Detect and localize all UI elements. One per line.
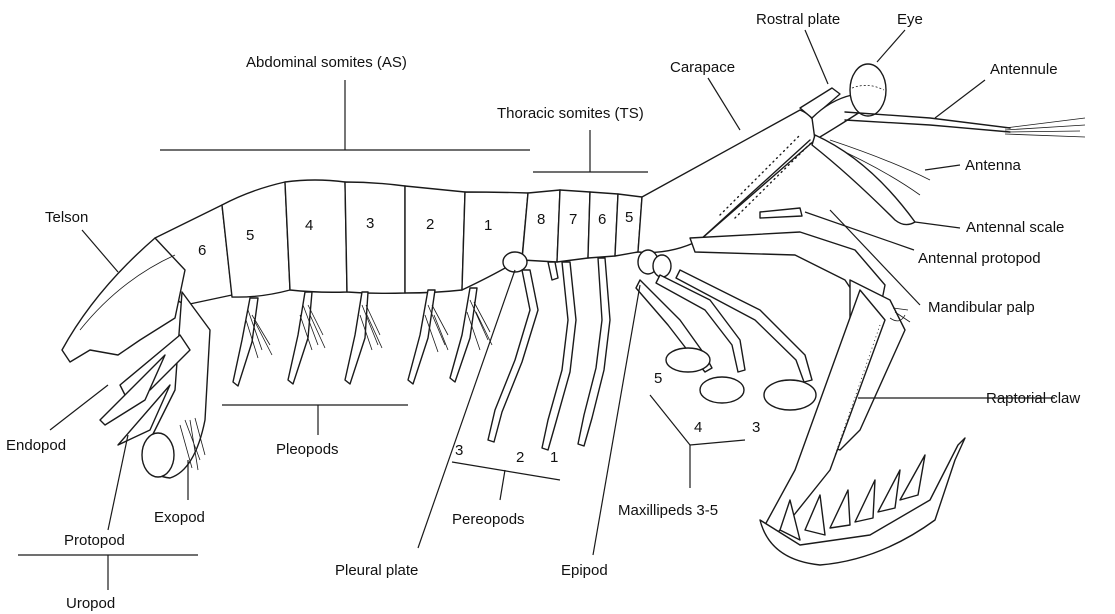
pereopod-number: 1 (550, 449, 558, 466)
label-pleural-plate: Pleural plate (335, 562, 418, 579)
shrimp-body (155, 110, 816, 305)
thoracic-number: 5 (625, 209, 633, 226)
label-antenna: Antenna (965, 157, 1022, 174)
thoracic-number: 6 (598, 211, 606, 228)
label-uropod: Uropod (66, 595, 115, 612)
label-abdominal-somites: Abdominal somites (AS) (246, 54, 407, 71)
label-exopod: Exopod (154, 509, 205, 526)
pleopods-group (233, 288, 492, 386)
label-raptorial-claw: Raptorial claw (986, 390, 1080, 407)
abdominal-number: 5 (246, 227, 254, 244)
label-eye: Eye (897, 11, 923, 28)
abdominal-somite-1 (462, 192, 528, 290)
abdominal-somite-5 (222, 182, 290, 297)
label-thoracic-somites: Thoracic somites (TS) (497, 105, 644, 122)
carapace-shell (638, 110, 816, 253)
label-antennal-scale: Antennal scale (966, 219, 1064, 236)
maxillipeds-group (636, 250, 816, 410)
abdominal-number: 4 (305, 217, 313, 234)
label-telson: Telson (45, 209, 88, 226)
thoracic-number: 7 (569, 211, 577, 228)
telson-shape (62, 238, 185, 362)
label-antennal-protopod: Antennal protopod (918, 250, 1041, 267)
abdominal-number: 3 (366, 215, 374, 232)
label-carapace: Carapace (670, 59, 735, 76)
maxilliped-number: 5 (654, 370, 662, 387)
maxilliped-number: 3 (752, 419, 760, 436)
abdominal-number: 2 (426, 216, 434, 233)
pereopod-number: 2 (516, 449, 524, 466)
abdominal-number: 6 (198, 242, 206, 259)
label-antennule: Antennule (990, 61, 1058, 78)
label-mandibular-palp: Mandibular palp (928, 299, 1035, 316)
label-maxillipeds: Maxillipeds 3-5 (618, 502, 718, 519)
abdominal-number: 1 (484, 217, 492, 234)
abdominal-somite-2 (405, 186, 465, 293)
pereopod-number: 3 (455, 442, 463, 459)
label-pleopods: Pleopods (276, 441, 339, 458)
maxilliped-number: 4 (694, 419, 702, 436)
abdominal-somite-4 (285, 180, 347, 292)
abdominal-somite-3 (345, 182, 405, 293)
thoracic-number: 8 (537, 211, 545, 228)
label-endopod: Endopod (6, 437, 66, 454)
label-pereopods: Pereopods (452, 511, 525, 528)
label-epipod: Epipod (561, 562, 608, 579)
eye-shape (850, 64, 886, 116)
label-rostral-plate: Rostral plate (756, 11, 840, 28)
pereopods-group (488, 258, 610, 450)
label-protopod: Protopod (64, 532, 125, 549)
